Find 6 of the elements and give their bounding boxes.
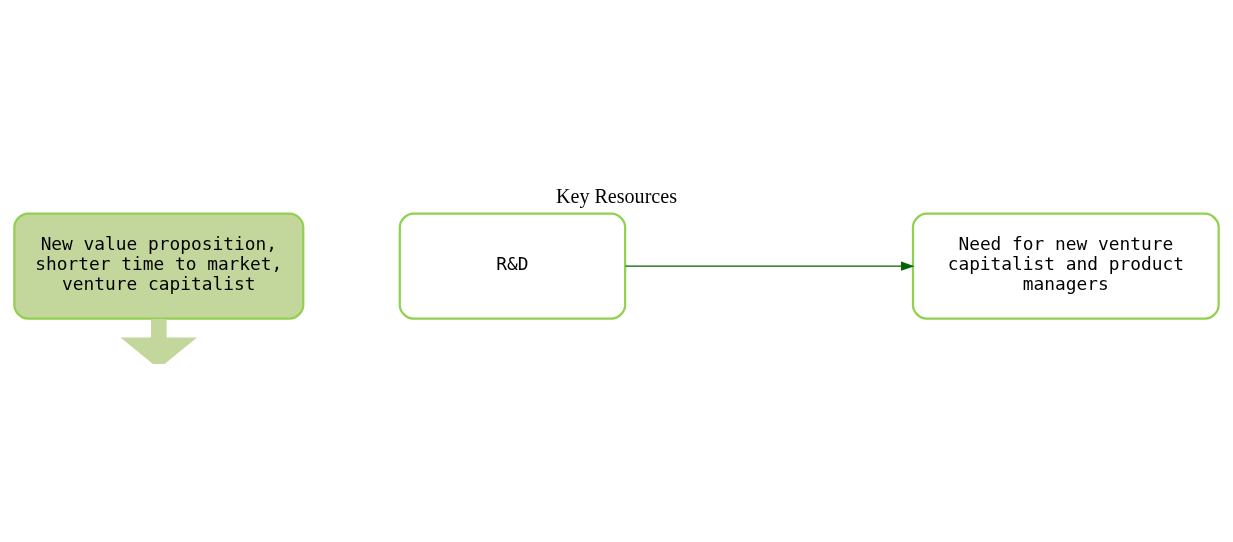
node-box: New value proposition, shorter time to market, venture capitalist	[13, 212, 305, 320]
diagram-title: Key Resources	[556, 184, 677, 207]
arrow	[120, 318, 198, 364]
node-box: Need for new venture capitalist and product managers	[911, 212, 1220, 320]
arrow	[624, 261, 915, 271]
node-box: R&D	[398, 212, 627, 320]
